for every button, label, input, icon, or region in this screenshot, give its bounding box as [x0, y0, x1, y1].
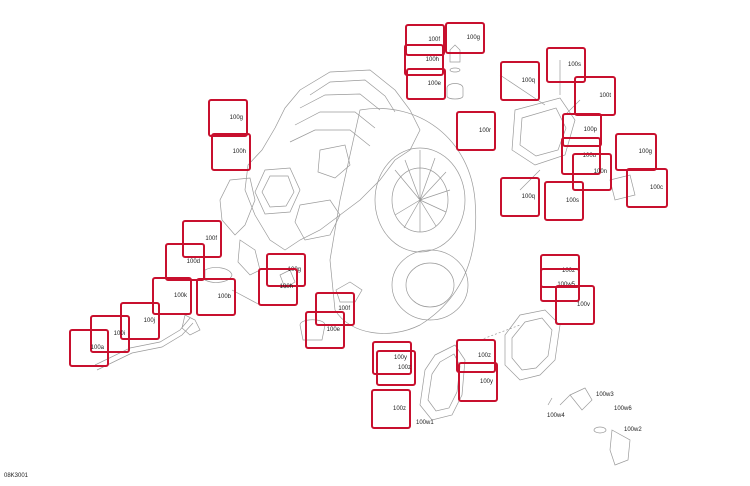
- callout-label: 100e: [326, 327, 340, 333]
- callout-100v[interactable]: 100v: [555, 285, 595, 325]
- callout-label: 100t: [599, 93, 611, 99]
- label-100w4: 100w4: [547, 413, 565, 419]
- callout-label: 100g: [229, 115, 243, 121]
- label-100w2: 100w2: [624, 427, 642, 433]
- top-fastener-stack: [446, 44, 464, 100]
- callout-100p[interactable]: 100p: [562, 113, 602, 147]
- callout-100g-right[interactable]: 100g: [615, 133, 657, 171]
- callout-label: 100s: [565, 198, 579, 204]
- callout-label: 100q: [521, 78, 535, 84]
- engine-block: [219, 69, 421, 303]
- callout-100f-top[interactable]: 100f: [405, 24, 445, 56]
- callout-100q-right[interactable]: 100q: [500, 61, 540, 101]
- callout-100g-left[interactable]: 100g: [208, 99, 248, 137]
- callout-label: 100z: [392, 406, 406, 412]
- callout-100y-left[interactable]: 100y: [372, 341, 412, 375]
- callout-100g-top[interactable]: 100g: [445, 22, 485, 54]
- callout-100c[interactable]: 100c: [626, 168, 668, 208]
- callout-100i[interactable]: 100i: [90, 315, 130, 353]
- callout-100t[interactable]: 100t: [574, 76, 616, 116]
- callout-100z-low[interactable]: 100z: [371, 389, 411, 429]
- callout-100k[interactable]: 100k: [152, 277, 192, 315]
- callout-label: 100g: [466, 35, 480, 41]
- fan-housing: [329, 108, 477, 334]
- callout-label: 100h: [232, 149, 246, 155]
- callout-label: 100y: [479, 379, 493, 385]
- callout-label: 100h: [279, 284, 293, 290]
- callout-100r[interactable]: 100r: [456, 111, 496, 151]
- callout-label: 100g: [638, 149, 652, 155]
- callout-label: 100p: [583, 127, 597, 133]
- callout-100s-right[interactable]: 100s: [546, 47, 586, 83]
- callout-100f-left[interactable]: 100f: [182, 220, 222, 258]
- callout-label: 100j: [143, 318, 155, 324]
- callout-100q-low[interactable]: 100q: [500, 177, 540, 217]
- mid-bracket: [279, 269, 326, 341]
- callout-label: 100e: [427, 81, 441, 87]
- callout-100n[interactable]: 100n: [572, 153, 612, 191]
- callout-100f-mid[interactable]: 100f: [315, 292, 355, 326]
- callout-100e-top[interactable]: 100e: [406, 68, 446, 100]
- callout-label: 100f: [428, 37, 440, 43]
- callout-label: 100z: [561, 268, 575, 274]
- label-100w3: 100w3: [596, 392, 614, 398]
- callout-label: 100z: [397, 365, 411, 371]
- label-100w6: 100w6: [614, 406, 632, 412]
- callout-100y-mid[interactable]: 100y: [458, 362, 498, 402]
- callout-100u[interactable]: 100u: [561, 137, 601, 175]
- callout-label: 100r: [478, 128, 491, 134]
- callout-label: 100i: [113, 331, 125, 337]
- callout-label: 100f: [205, 236, 217, 242]
- callout-100h-mid[interactable]: 100h: [258, 268, 298, 306]
- callout-100s-low[interactable]: 100s: [544, 181, 584, 221]
- callout-label: 100b: [217, 294, 231, 300]
- callout-100g-mid[interactable]: 100g: [266, 253, 306, 287]
- callout-100a[interactable]: 100a: [69, 329, 109, 367]
- callout-label: 100f: [338, 306, 350, 312]
- lower-bracket-assembly: [419, 309, 631, 466]
- callout-100j[interactable]: 100j: [120, 302, 160, 340]
- callout-label: 100n: [593, 169, 607, 175]
- callout-label: 100k: [173, 293, 187, 299]
- callout-label: 100g: [287, 267, 301, 273]
- callout-100h-left[interactable]: 100h: [211, 133, 251, 171]
- callout-label: 100d: [186, 259, 200, 265]
- callout-label: 100a: [90, 345, 104, 351]
- callout-100h-top[interactable]: 100h: [404, 44, 444, 76]
- callout-100z-mid[interactable]: 100z: [456, 339, 496, 373]
- callout-label: 100q: [521, 194, 535, 200]
- callout-label: 100c: [649, 185, 663, 191]
- callout-label: 100s: [567, 62, 581, 68]
- callout-label: 100h: [425, 57, 439, 63]
- callout-label: 100u: [582, 153, 596, 159]
- callout-label: 100z: [477, 353, 491, 359]
- callout-100e-mid[interactable]: 100e: [305, 311, 345, 349]
- callout-100d-left[interactable]: 100d: [165, 243, 205, 281]
- left-hose-assembly: [94, 267, 261, 371]
- callout-100z-left[interactable]: 100z: [376, 350, 416, 386]
- callout-100b[interactable]: 100b: [196, 278, 236, 316]
- callout-label: 100y: [393, 355, 407, 361]
- callout-label: 100v: [576, 302, 590, 308]
- control-module-upper: [499, 60, 636, 201]
- label-100w1: 100w1: [416, 420, 434, 426]
- diagram-code: 08K3001: [4, 473, 29, 479]
